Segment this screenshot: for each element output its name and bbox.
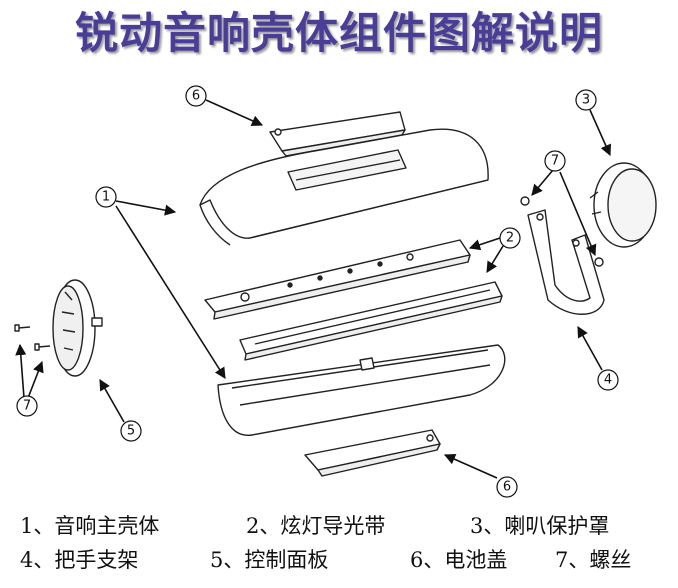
legend-row-2: 4、把手支架 5、控制面板 6、电池盖 7、螺丝 — [20, 544, 670, 578]
callout-7-left — [16, 395, 38, 417]
callout-3 — [575, 89, 597, 111]
diagram-title: 锐动音响壳体组件图解说明 — [75, 9, 603, 59]
callout-5 — [120, 420, 142, 442]
callout-number: 7 — [23, 399, 31, 414]
light-guide-bar-lower — [239, 281, 503, 361]
control-panel — [52, 279, 103, 377]
callout-7-right — [544, 150, 566, 172]
callout-number: 4 — [604, 373, 612, 388]
callout-2 — [499, 227, 521, 249]
legend-item: 6、电池盖 — [410, 548, 508, 572]
legend-item: 2、炫灯导光带 — [246, 514, 386, 538]
light-guide-bar-upper — [204, 239, 471, 320]
main-shell-top — [199, 128, 489, 246]
legend-row-1: 1、音响主壳体 2、炫灯导光带 3、喇叭保护罩 — [20, 510, 670, 544]
callout-number: 5 — [127, 424, 135, 439]
callout-6-top — [185, 85, 207, 107]
speaker-guard — [589, 162, 657, 248]
callout-number: 7 — [551, 154, 559, 169]
callout-6-bottom — [496, 476, 518, 498]
legend-item: 4、把手支架 — [20, 548, 139, 572]
battery-cover-top — [269, 111, 406, 157]
callout-number: 6 — [503, 480, 511, 495]
main-shell-bottom — [217, 344, 506, 436]
parts-legend: 1、音响主壳体 2、炫灯导光带 3、喇叭保护罩 4、把手支架 5、控制面板 6、… — [20, 510, 670, 578]
legend-item: 1、音响主壳体 — [20, 514, 160, 538]
legend-item: 5、控制面板 — [210, 548, 329, 572]
legend-item: 7、螺丝 — [555, 548, 632, 572]
callout-1 — [95, 186, 117, 208]
handle-bracket — [527, 209, 605, 315]
screws — [14, 196, 604, 351]
legend-item: 3、喇叭保护罩 — [470, 514, 610, 538]
callout-number: 3 — [582, 93, 590, 108]
callout-number: 2 — [506, 231, 514, 246]
battery-cover-bottom — [304, 429, 441, 477]
callout-number: 6 — [192, 89, 200, 104]
callout-number: 1 — [102, 190, 110, 205]
callout-4 — [597, 369, 619, 391]
